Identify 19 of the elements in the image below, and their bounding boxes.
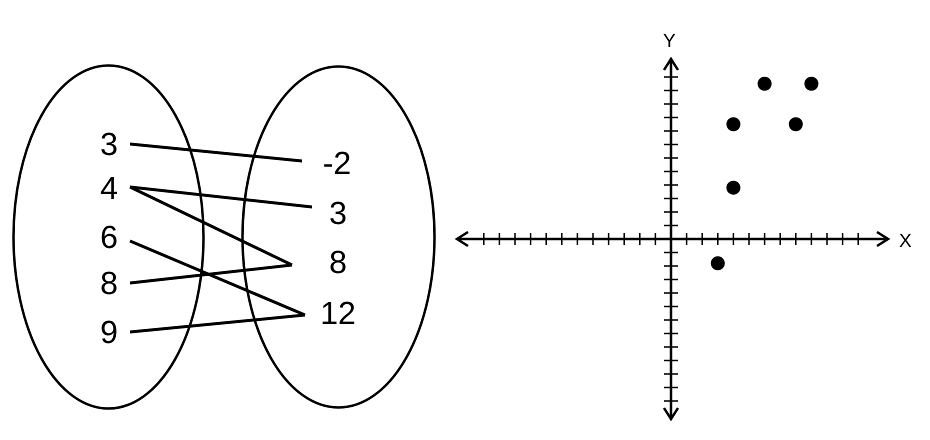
number-label: 8: [88, 264, 130, 302]
axis-label: X: [899, 232, 912, 251]
axis-label: Y: [663, 32, 676, 51]
connector-line: [129, 186, 293, 266]
number-label: 12: [305, 294, 371, 332]
number-label: 4: [88, 169, 130, 207]
connector-line: [130, 142, 302, 162]
connector-line: [130, 314, 306, 334]
number-label: 3: [88, 125, 130, 163]
number-label: 3: [312, 194, 364, 232]
number-label: -2: [302, 144, 372, 182]
connector-line: [129, 240, 306, 316]
connector-line: [130, 186, 312, 208]
ellipse-set: [12, 64, 205, 410]
connector-line: [130, 264, 292, 284]
ellipse-set: [241, 65, 436, 409]
number-label: 8: [292, 243, 384, 281]
number-label: 6: [88, 218, 130, 256]
number-label: 9: [88, 313, 130, 351]
